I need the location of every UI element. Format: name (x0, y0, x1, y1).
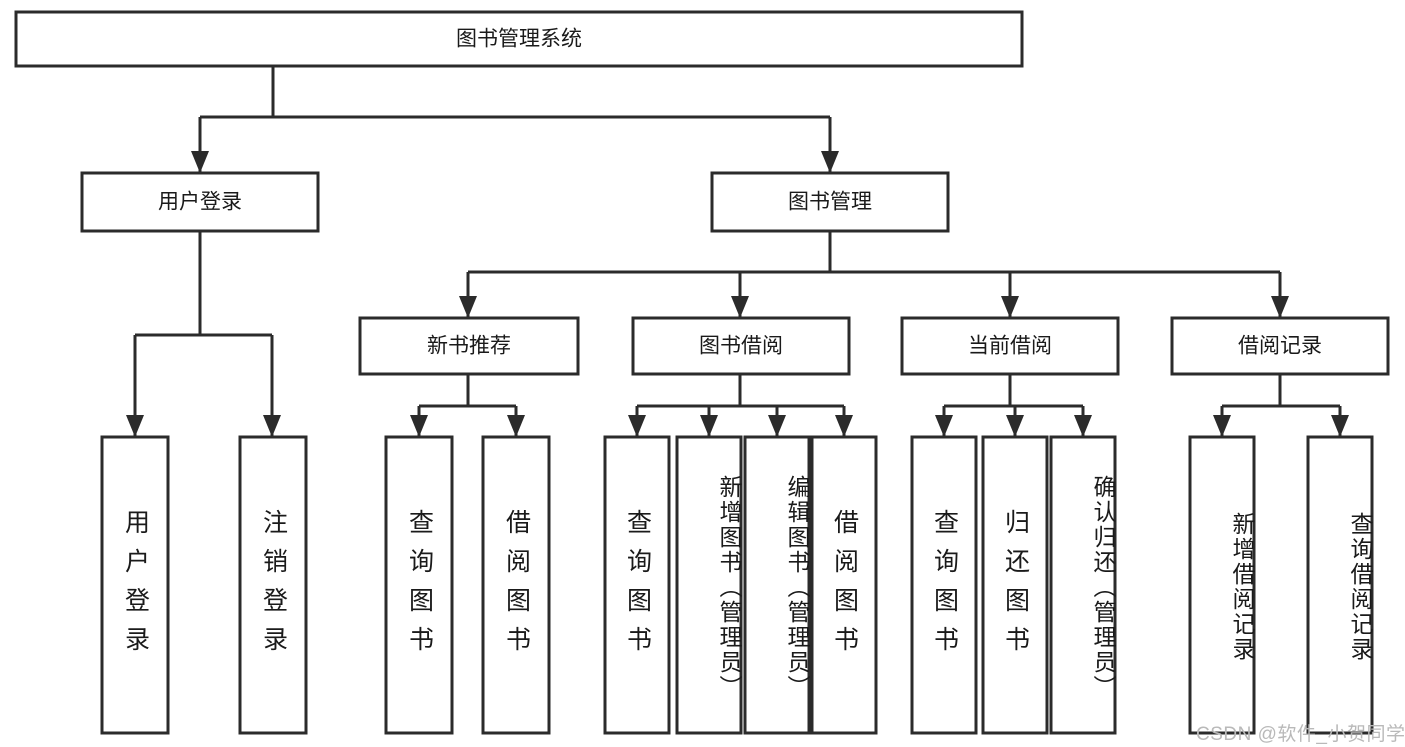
node-leaf-2[interactable] (384, 435, 454, 735)
node-leaf-10[interactable] (1049, 435, 1117, 735)
node-level1-1[interactable] (710, 171, 950, 233)
node-level1-label: 用户登录 (158, 191, 242, 214)
watermark-credit: CSDN @软件_小贺同学 (1196, 724, 1405, 745)
arrow-head-icon (1213, 415, 1231, 437)
node-leaf-12[interactable] (1306, 435, 1374, 735)
node-level2-0[interactable] (358, 316, 580, 376)
arrow-head-icon (410, 415, 428, 437)
node-level1-0[interactable] (80, 171, 320, 233)
node-root-label: 图书管理系统 (456, 28, 582, 51)
node-leaf-3[interactable] (481, 435, 551, 735)
node-level1-label: 图书管理 (788, 191, 872, 214)
arrow-head-icon (835, 415, 853, 437)
arrow-head-icon (263, 415, 281, 437)
arrow-head-icon (700, 415, 718, 437)
arrow-head-icon (768, 415, 786, 437)
node-leaf-8[interactable] (910, 435, 978, 735)
arrow-head-icon (731, 296, 749, 318)
node-box-layer (14, 10, 1390, 735)
node-root[interactable] (14, 10, 1024, 68)
arrow-head-icon (1001, 296, 1019, 318)
node-leaf-5[interactable] (675, 435, 743, 735)
node-leaf-1[interactable] (238, 435, 308, 735)
arrow-head-icon (1006, 415, 1024, 437)
arrow-head-icon (1074, 415, 1092, 437)
arrow-head-icon (821, 151, 839, 173)
arrow-head-icon (935, 415, 953, 437)
node-level2-label: 新书推荐 (427, 335, 511, 358)
arrow-head-icon (1271, 296, 1289, 318)
node-leaf-4[interactable] (603, 435, 671, 735)
arrow-head-icon (191, 151, 209, 173)
node-level2-label: 借阅记录 (1238, 335, 1322, 358)
node-level2-label: 图书借阅 (699, 335, 783, 358)
arrow-head-icon (507, 415, 525, 437)
node-level2-label: 当前借阅 (968, 335, 1052, 358)
connector-layer (126, 66, 1349, 437)
arrow-head-icon (459, 296, 477, 318)
node-level2-3[interactable] (1170, 316, 1390, 376)
arrow-head-icon (628, 415, 646, 437)
arrow-head-icon (126, 415, 144, 437)
node-leaf-7[interactable] (810, 435, 878, 735)
node-leaf-11[interactable] (1188, 435, 1256, 735)
node-leaf-9[interactable] (981, 435, 1049, 735)
node-leaf-0[interactable] (100, 435, 170, 735)
arrow-head-icon (1331, 415, 1349, 437)
node-level2-2[interactable] (900, 316, 1120, 376)
node-level2-1[interactable] (631, 316, 851, 376)
node-leaf-6[interactable] (743, 435, 811, 735)
